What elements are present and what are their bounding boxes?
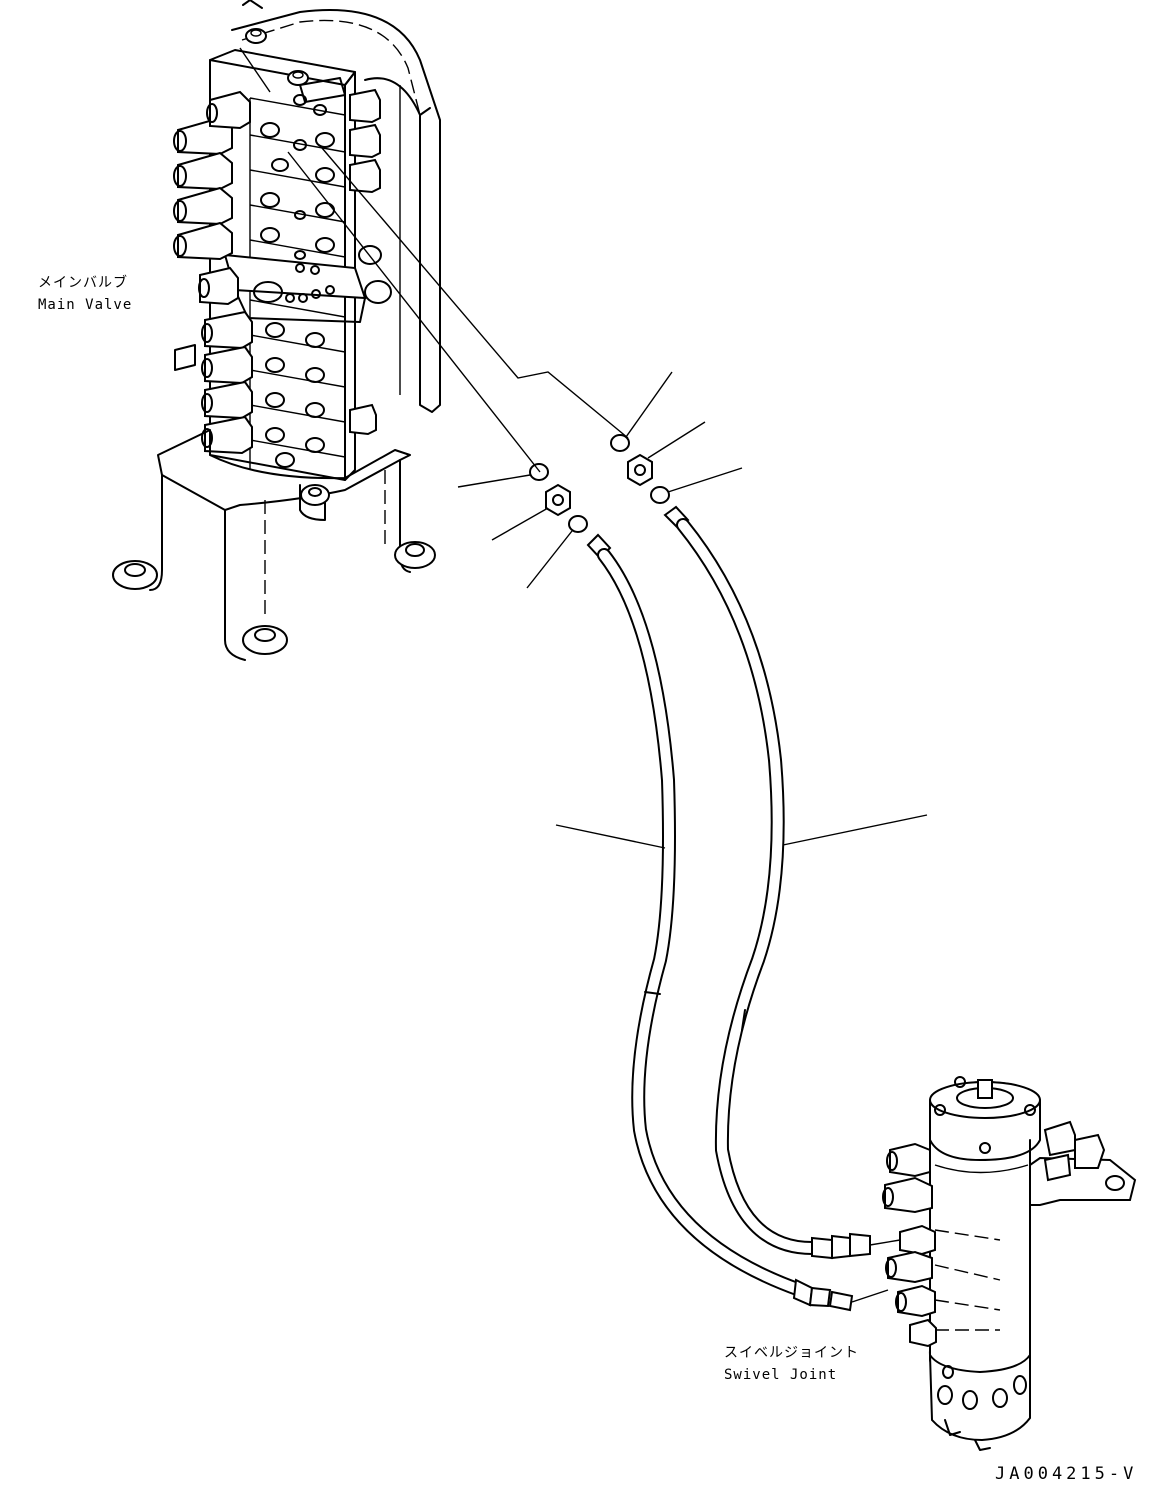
swivel-joint-label-jp: スイベルジョイント xyxy=(724,1345,859,1361)
leader-hose-right xyxy=(782,814,928,846)
valve-fittings-upper xyxy=(173,90,251,306)
main-valve-label-jp: メインバルブ xyxy=(38,275,128,291)
hose-left xyxy=(586,533,854,1312)
o-ring-left-upper xyxy=(457,463,549,488)
centerline-b xyxy=(287,151,541,473)
mounting-bolts xyxy=(112,484,436,655)
drawing-code: JA004215-V xyxy=(995,1464,1138,1484)
main-valve-label-en: Main Valve xyxy=(38,297,133,313)
swivel-joint-label-en: Swivel Joint xyxy=(724,1367,838,1383)
o-ring-left-lower xyxy=(526,515,588,589)
leader-hose-left xyxy=(555,824,666,849)
main-valve xyxy=(112,0,441,661)
o-ring-right-upper xyxy=(610,371,673,452)
o-ring-right-lower xyxy=(650,467,743,504)
centerline-a xyxy=(321,147,629,439)
valve-fittings-lower xyxy=(201,310,253,455)
hose-right xyxy=(663,505,871,1260)
swivel-joint xyxy=(851,1076,1137,1451)
adapter-left xyxy=(491,483,571,541)
adapter-right xyxy=(627,421,706,487)
swivel-fittings xyxy=(882,1142,937,1348)
